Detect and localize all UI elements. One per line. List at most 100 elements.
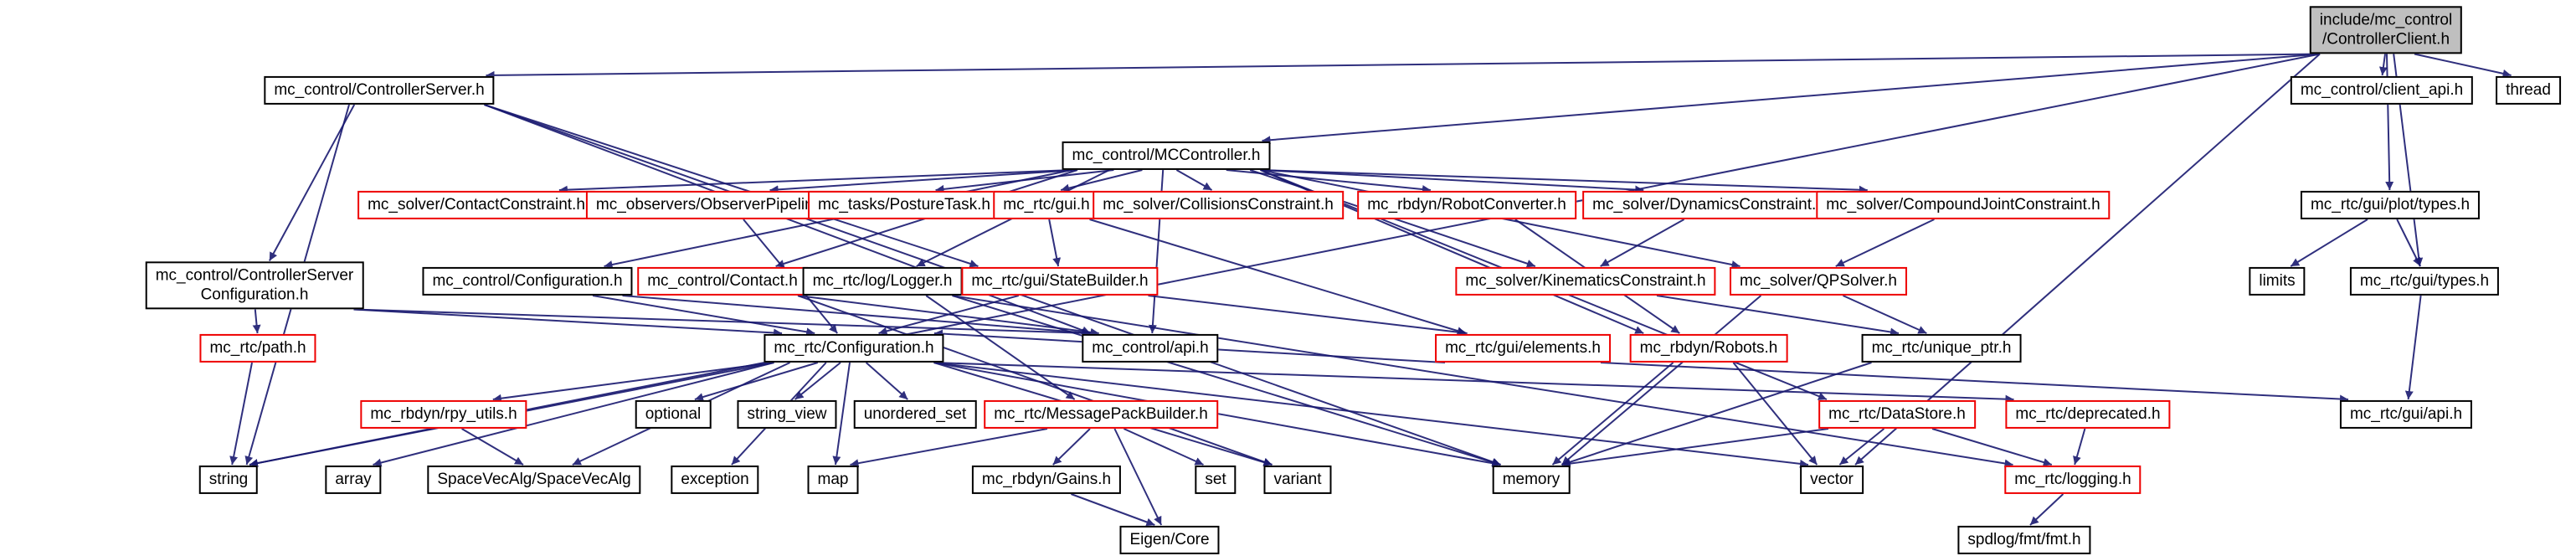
edge-mcc-to-contact_constraint (558, 169, 1072, 194)
node-contact-constraint[interactable]: mc_solver/ContactConstraint.h (357, 190, 595, 220)
edge-cc-to-thread (2414, 53, 2512, 78)
edge-rtc_config-to-string_view (794, 362, 841, 400)
node-mcc[interactable]: mc_control/MCController.h (1062, 141, 1271, 171)
edge-path-to-string (229, 362, 253, 466)
node-robot-converter[interactable]: mc_rbdyn/RobotConverter.h (1357, 190, 1576, 220)
node-client-api[interactable]: mc_control/client_api.h (2290, 75, 2474, 106)
edge-control_config-to-rtc_config (592, 295, 815, 337)
edge-server_config-to-rtc_config (353, 308, 783, 337)
edge-logger-to-msgpack (925, 295, 1076, 400)
edge-qpsolver-to-memory (1561, 295, 1762, 466)
node-deprecated[interactable]: mc_rtc/deprecated.h (2005, 399, 2171, 430)
node-control-api[interactable]: mc_control/api.h (1082, 333, 1219, 363)
node-fmt: spdlog/fmt/fmt.h (1957, 525, 2091, 555)
node-rpy-utils[interactable]: mc_rbdyn/rpy_utils.h (360, 399, 527, 430)
node-kinematics-constraint[interactable]: mc_solver/KinematicsConstraint.h (1455, 266, 1716, 296)
edge-msgpack-to-map (850, 428, 1048, 468)
edge-rtc_config-to-optional (694, 362, 819, 401)
node-compound-joint-constraint[interactable]: mc_solver/CompoundJointConstraint.h (1816, 190, 2111, 220)
node-dynamics-constraint[interactable]: mc_solver/DynamicsConstraint.h (1582, 190, 1835, 220)
edge-datastore-to-logging (1931, 428, 2053, 466)
node-exception: exception (671, 465, 759, 495)
edge-cc-to-server (486, 53, 2321, 80)
edge-server_config-to-path (252, 309, 261, 334)
node-rtc-config[interactable]: mc_rtc/Configuration.h (764, 333, 944, 363)
node-gui[interactable]: mc_rtc/gui.h (993, 190, 1100, 220)
edge-gui_types-to-gui_api (2404, 295, 2422, 400)
node-elements[interactable]: mc_rtc/gui/elements.h (1435, 333, 1611, 363)
edge-server-to-state_builder (484, 104, 979, 268)
edge-rtc_config-to-deprecated (933, 362, 2014, 404)
node-optional: optional (635, 399, 712, 430)
edge-control_config-to-control_api (622, 295, 1091, 337)
node-sva: SpaceVecAlg/SpaceVecAlg (427, 465, 641, 495)
node-msgpack[interactable]: mc_rtc/MessagePackBuilder.h (984, 399, 1218, 430)
edge-mcc-to-collisions_constraint (1175, 169, 1213, 191)
node-logger[interactable]: mc_rtc/log/Logger.h (802, 266, 963, 296)
node-qpsolver[interactable]: mc_solver/QPSolver.h (1730, 266, 1907, 296)
node-variant: variant (1263, 465, 1332, 495)
node-cc: include/mc_control /ControllerClient.h (2309, 6, 2463, 54)
node-set: set (1195, 465, 1237, 495)
edge-cc-to-client_api (2378, 54, 2388, 76)
edge-gains-to-eigen (1071, 493, 1155, 527)
node-limits: limits (2249, 266, 2306, 296)
node-state-builder[interactable]: mc_rtc/gui/StateBuilder.h (961, 266, 1159, 296)
node-gui-types[interactable]: mc_rtc/gui/types.h (2349, 266, 2500, 296)
node-server[interactable]: mc_control/ControllerServer.h (264, 75, 495, 106)
node-gains[interactable]: mc_rbdyn/Gains.h (971, 465, 1122, 495)
node-vector: vector (1800, 465, 1864, 495)
node-unordered-set: unordered_set (853, 399, 977, 430)
edge-mcc-to-dynamics_constraint (1260, 169, 1644, 194)
edge-logging-to-fmt (2029, 493, 2064, 526)
node-string-view: string_view (737, 399, 837, 430)
edge-rpy_utils-to-sva (461, 428, 524, 466)
edge-cc-to-mcc (1262, 53, 2321, 145)
edge-state_builder-to-elements (1148, 295, 1468, 337)
edge-plot_types-to-gui_types (2396, 219, 2421, 267)
edge-rtc_config-to-unordered_set (865, 362, 908, 400)
edge-rtc_config-to-array (373, 362, 774, 467)
node-control-config[interactable]: mc_control/Configuration.h (422, 266, 633, 296)
node-plot-types[interactable]: mc_rtc/gui/plot/types.h (2300, 190, 2481, 220)
node-control-contact[interactable]: mc_control/Contact.h (637, 266, 808, 296)
node-server-config[interactable]: mc_control/ControllerServer Configuratio… (145, 261, 364, 310)
node-collisions-constraint[interactable]: mc_solver/CollisionsConstraint.h (1093, 190, 1344, 220)
node-posture-task[interactable]: mc_tasks/PostureTask.h (808, 190, 1000, 220)
edge-robots-to-memory (1551, 362, 1674, 466)
edge-robots-to-vector (1732, 362, 1818, 466)
node-memory: memory (1492, 465, 1571, 495)
node-unique-ptr[interactable]: mc_rtc/unique_ptr.h (1861, 333, 2022, 363)
node-thread: thread (2496, 75, 2561, 106)
node-map: map (807, 465, 859, 495)
edge-msgpack-to-gains (1052, 428, 1091, 466)
node-gui-api[interactable]: mc_rtc/gui/api.h (2339, 399, 2473, 430)
edge-server-to-server_config (269, 104, 356, 261)
edge-datastore-to-vector (1838, 428, 1885, 466)
node-path[interactable]: mc_rtc/path.h (199, 333, 316, 363)
node-eigen: Eigen/Core (1119, 525, 1220, 555)
edge-rtc_config-to-map (832, 362, 851, 466)
edge-logger-to-memory (952, 295, 1501, 466)
edge-datastore-to-memory (1561, 428, 1829, 468)
edge-msgpack-to-set (1123, 428, 1204, 466)
edge-cc-to-string (249, 53, 2321, 467)
node-logging[interactable]: mc_rtc/logging.h (2004, 465, 2142, 495)
node-observer-pipeline[interactable]: mc_observers/ObserverPipeline.h (585, 190, 846, 220)
edge-server_config-to-control_api (353, 308, 1091, 337)
edge-deprecated-to-logging (2073, 428, 2086, 466)
edge-cc-to-plot_types (2385, 54, 2394, 191)
node-robots[interactable]: mc_rbdyn/Robots.h (1629, 333, 1788, 363)
edge-dynamics_constraint-to-kinematics_constraint (1600, 219, 1685, 267)
edge-mcc-to-observer_pipeline (769, 169, 1077, 194)
edge-qpsolver-to-unique_ptr (1842, 295, 1927, 334)
node-string: string (198, 465, 259, 495)
node-datastore[interactable]: mc_rtc/DataStore.h (1818, 399, 1976, 430)
edge-unique_ptr-to-memory (1561, 362, 1872, 466)
edge-kinematics_constraint-to-unique_ptr (1656, 295, 1900, 337)
edge-compound_joint_constraint-to-qpsolver (1835, 219, 1935, 267)
edge-mcc-to-compound_joint_constraint (1260, 169, 1868, 194)
edge-gui-to-state_builder (1048, 219, 1062, 267)
node-array: array (325, 465, 382, 495)
